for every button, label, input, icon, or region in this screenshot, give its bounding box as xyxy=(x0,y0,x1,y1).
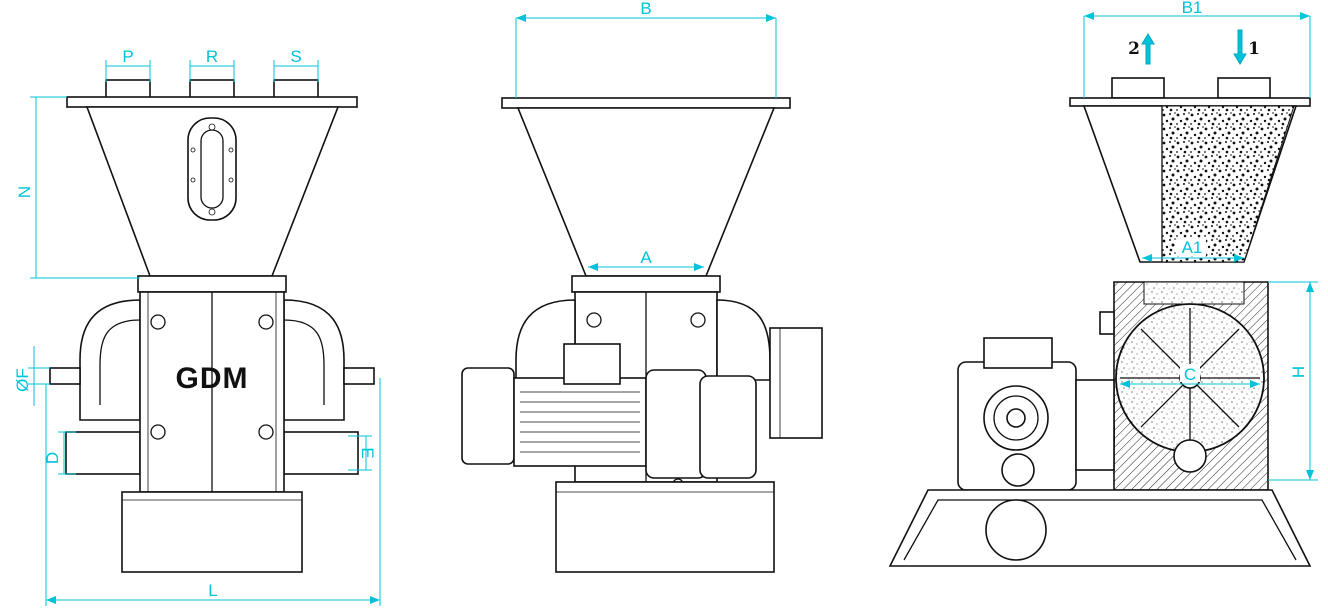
section-view xyxy=(888,77,1312,567)
section-view-dimensions: B1 A1 C H 2 1 xyxy=(1083,0,1318,481)
bearing-housing-left xyxy=(515,299,576,381)
dimension-label-a: A xyxy=(640,248,652,267)
frame-base xyxy=(888,489,1312,567)
side-view-dimensions: B A xyxy=(515,0,777,271)
body-bolt xyxy=(150,424,166,440)
bearing-housing-left xyxy=(79,299,141,421)
dimension-label-p: P xyxy=(122,47,133,66)
valve-inlet-flange xyxy=(571,275,721,293)
flow-label-outlet: 2 xyxy=(1128,39,1140,59)
side-view xyxy=(461,97,823,573)
seal-housing-right xyxy=(283,431,359,475)
driven-sprocket xyxy=(1001,453,1035,487)
base-access-hole xyxy=(985,499,1047,561)
hopper-top-flange xyxy=(1069,97,1311,107)
flow-label-inlet: 1 xyxy=(1248,39,1260,59)
rotor-shaft-left xyxy=(49,367,81,385)
inlet-spigot xyxy=(1217,77,1271,99)
flow-arrow-down-icon xyxy=(1233,29,1247,65)
valve-inlet-flange xyxy=(137,275,287,293)
dimension-label-e: E xyxy=(358,447,377,458)
bearing-housing-right xyxy=(283,299,345,421)
drive-cover xyxy=(769,327,823,439)
outlet-base xyxy=(555,481,775,573)
dimension-label-b1: B1 xyxy=(1182,0,1203,17)
motor-terminal-box xyxy=(563,343,621,385)
dimension-label-r: R xyxy=(206,47,218,66)
hopper-top-flange xyxy=(501,97,791,109)
motor-cooling-fins xyxy=(520,391,640,453)
dimension-label-n: N xyxy=(15,186,34,198)
body-bolt xyxy=(258,314,274,330)
bearing-housing-right xyxy=(716,299,771,381)
drive-housing xyxy=(1075,379,1115,471)
dimension-label-h: H xyxy=(1289,366,1308,378)
dimension-label-d: D xyxy=(43,452,62,464)
outlet-spigot xyxy=(1111,77,1165,99)
dimension-label-f: ØF xyxy=(13,368,32,392)
inlet-spigot-p xyxy=(105,79,151,99)
dimension-label-c: C xyxy=(1184,365,1196,384)
dimension-label-s: S xyxy=(290,47,301,66)
brand-logo: GDM xyxy=(176,362,249,395)
flow-arrow-up-icon xyxy=(1141,33,1155,65)
seal-housing-left xyxy=(65,431,141,475)
dimension-label-b: B xyxy=(640,0,651,18)
sight-glass-frame xyxy=(187,117,237,221)
hopper-top-flange xyxy=(66,96,358,108)
outlet-port xyxy=(1173,439,1207,473)
dimension-label-a1: A1 xyxy=(1182,238,1203,257)
inlet-spigot-s xyxy=(273,79,319,99)
outlet-base xyxy=(121,491,303,573)
motor-end-cap xyxy=(461,367,515,465)
motor-terminal-box xyxy=(983,337,1053,369)
gearbox xyxy=(645,369,707,479)
inlet-spigot-r xyxy=(189,79,235,99)
gearbox-housing xyxy=(699,375,757,479)
front-view: GDM xyxy=(49,79,375,573)
dimension-label-l: L xyxy=(208,581,217,600)
front-view-dimensions: P R S N ØF D E L xyxy=(13,47,381,606)
body-bolt xyxy=(258,424,274,440)
body-bolt xyxy=(150,314,166,330)
rotor-shaft-right xyxy=(343,367,375,385)
